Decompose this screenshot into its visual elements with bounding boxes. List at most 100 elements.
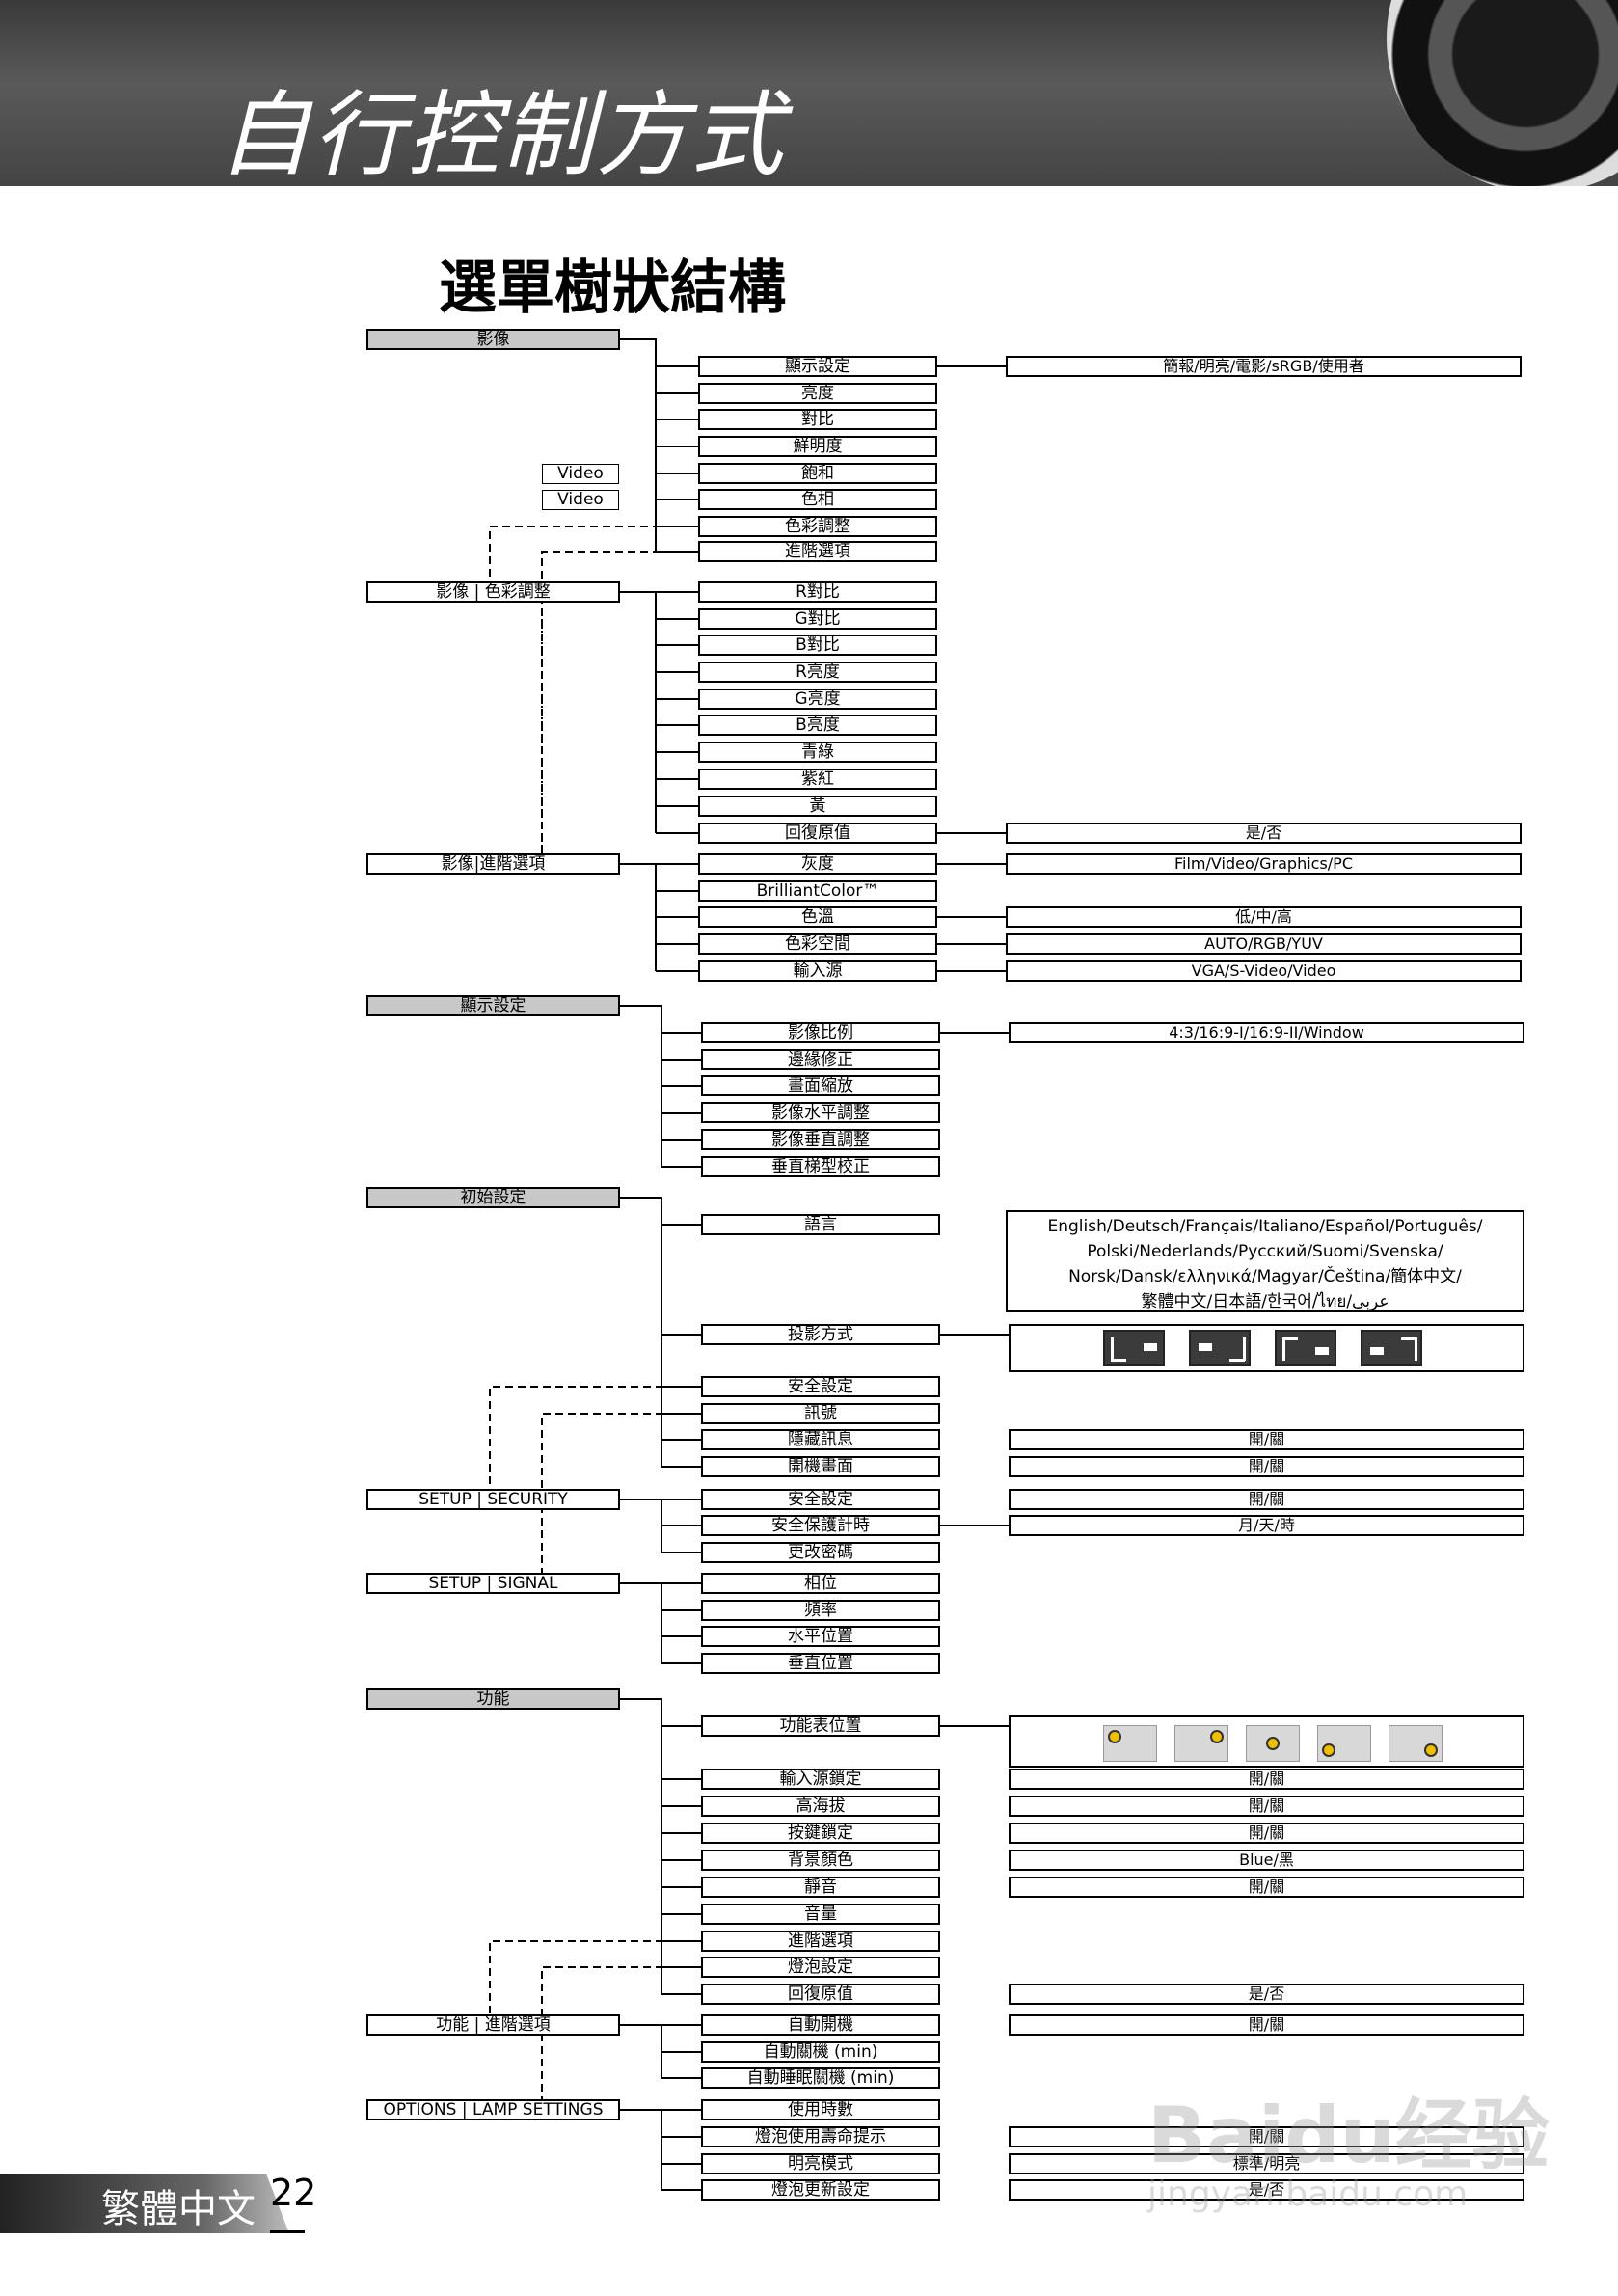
menu-color-adjust: 影像 | 色彩調整 [366, 581, 620, 603]
setup-item-signal: 訊號 [701, 1403, 940, 1424]
color-temp-values: 低/中/高 [1006, 906, 1522, 928]
image-item-color-adjust: 色彩調整 [698, 516, 937, 537]
image-item-display-mode: 顯示設定 [698, 356, 937, 377]
menu-setup-security: SETUP | SECURITY [366, 1489, 620, 1510]
menu-setup: 初始設定 [366, 1187, 620, 1208]
color-item-yellow: 黃 [698, 796, 937, 817]
menu-bottom-right-icon [1389, 1725, 1443, 1762]
language-line-4: 繁體中文/日本語/한국어/ไทย/عربي [1141, 1292, 1389, 1311]
baidu-watermark-url: jingyan.baidu.com [1147, 2174, 1469, 2214]
setup-item-security: 安全設定 [701, 1376, 940, 1397]
menu-bottom-left-icon [1317, 1725, 1371, 1762]
menu-image: 影像 [366, 329, 620, 350]
display-item-zoom: 畫面縮放 [701, 1075, 940, 1096]
language-line-2: Polski/Nederlands/Русский/Suomi/Svenska/ [1087, 1242, 1443, 1261]
advanced-item-degamma: 灰度 [698, 853, 937, 875]
lamp-item-reminder: 燈泡使用壽命提示 [701, 2126, 940, 2147]
options-item-source-lock: 輸入源鎖定 [701, 1769, 940, 1790]
color-space-values: AUTO/RGB/YUV [1006, 933, 1522, 955]
options-item-background-color: 背景顏色 [701, 1850, 940, 1871]
color-item-g-contrast: G對比 [698, 608, 937, 630]
auto-power-on-values: 開/關 [1009, 2014, 1524, 2036]
options-adv-item-auto-power-on: 自動開機 [701, 2014, 940, 2036]
rear-ceiling-projection-icon [1361, 1330, 1422, 1366]
signal-item-h-position: 水平位置 [701, 1626, 940, 1647]
image-item-brightness: 亮度 [698, 383, 937, 404]
options-item-reset: 回復原值 [701, 1984, 940, 2005]
menu-setup-signal: SETUP | SIGNAL [366, 1573, 620, 1594]
page-title: 選單樹狀結構 [439, 255, 786, 322]
source-lock-values: 開/關 [1009, 1769, 1524, 1790]
security-item-change-password: 更改密碼 [701, 1542, 940, 1563]
security-item-timer: 安全保護計時 [701, 1515, 940, 1536]
front-ceiling-projection-icon [1275, 1330, 1336, 1366]
mute-values: 開/關 [1009, 1877, 1524, 1898]
display-mode-values: 簡報/明亮/電影/sRGB/使用者 [1006, 356, 1522, 377]
page-header: 自行控制方式 [0, 0, 1618, 186]
display-item-aspect-ratio: 影像比例 [701, 1022, 940, 1043]
footer-rule [270, 2230, 305, 2233]
setup-item-projection: 投影方式 [701, 1324, 940, 1345]
color-item-reset: 回復原值 [698, 823, 937, 844]
color-item-cyan: 青綠 [698, 742, 937, 763]
input-source-values: VGA/S-Video/Video [1006, 960, 1522, 982]
display-item-keystone: 垂直梯型校正 [701, 1156, 940, 1177]
hide-info-values: 開/關 [1009, 1429, 1524, 1450]
language-line-1: English/Deutsch/Français/Italiano/Españo… [1047, 1217, 1483, 1236]
options-adv-item-auto-power-off: 自動關機 (min) [701, 2041, 940, 2063]
display-item-edge-mask: 邊緣修正 [701, 1049, 940, 1070]
menu-center-icon [1246, 1725, 1300, 1762]
lamp-item-hours: 使用時數 [701, 2099, 940, 2120]
color-item-r-contrast: R對比 [698, 581, 937, 603]
image-item-tint: 色相 [698, 489, 937, 510]
advanced-item-color-space: 色彩空間 [698, 933, 937, 955]
projection-icons-box [1009, 1324, 1524, 1372]
bright-mode-values: 標準/明亮 [1009, 2153, 1524, 2174]
front-desktop-projection-icon [1103, 1330, 1165, 1366]
setup-item-language: 語言 [701, 1214, 940, 1235]
options-item-high-altitude: 高海拔 [701, 1796, 940, 1817]
security-item-security: 安全設定 [701, 1489, 940, 1510]
color-item-magenta: 紫紅 [698, 769, 937, 790]
color-item-b-brightness: B亮度 [698, 715, 937, 736]
image-item-sharpness: 鮮明度 [698, 436, 937, 457]
color-item-g-brightness: G亮度 [698, 689, 937, 710]
menu-display: 顯示設定 [366, 995, 620, 1016]
advanced-item-input-source: 輸入源 [698, 960, 937, 982]
menu-location-icons-box [1009, 1715, 1524, 1768]
signal-item-frequency: 頻率 [701, 1600, 940, 1621]
menu-options: 功能 [366, 1688, 620, 1710]
signal-item-v-position: 垂直位置 [701, 1653, 940, 1674]
language-line-3: Norsk/Dansk/ελληνικά/Magyar/Čeština/簡体中文… [1068, 1267, 1462, 1286]
rear-desktop-projection-icon [1189, 1330, 1251, 1366]
options-item-lamp-settings: 燈泡設定 [701, 1957, 940, 1978]
menu-options-lamp: OPTIONS | LAMP SETTINGS [366, 2099, 620, 2120]
background-color-values: Blue/黑 [1009, 1850, 1524, 1871]
degamma-values: Film/Video/Graphics/PC [1006, 853, 1522, 875]
display-item-v-shift: 影像垂直調整 [701, 1129, 940, 1150]
advanced-item-color-temp: 色溫 [698, 906, 937, 928]
menu-options-advanced: 功能 | 進階選項 [366, 2014, 620, 2036]
logo-values: 開/關 [1009, 1456, 1524, 1477]
security-timer-values: 月/天/時 [1009, 1515, 1524, 1536]
footer-language: 繁體中文 [101, 2187, 256, 2231]
color-reset-values: 是/否 [1006, 823, 1522, 844]
lamp-item-reset: 燈泡更新設定 [701, 2179, 940, 2201]
image-item-advanced: 進階選項 [698, 541, 937, 562]
high-altitude-values: 開/關 [1009, 1796, 1524, 1817]
page-number: 22 [270, 2172, 317, 2214]
video-note-saturation: Video [542, 464, 619, 484]
advanced-item-brilliantcolor: BrilliantColor™ [698, 880, 937, 902]
menu-top-left-icon [1103, 1725, 1157, 1762]
image-item-contrast: 對比 [698, 409, 937, 430]
security-values: 開/關 [1009, 1489, 1524, 1510]
options-adv-item-sleep-timer: 自動睡眠關機 (min) [701, 2067, 940, 2089]
video-note-tint: Video [542, 490, 619, 510]
footer-language-bar [0, 2174, 289, 2233]
lamp-reset-values: 是/否 [1009, 2179, 1524, 2201]
options-item-menu-location: 功能表位置 [701, 1715, 940, 1737]
options-item-advanced: 進階選項 [701, 1931, 940, 1952]
image-item-saturation: 飽和 [698, 463, 937, 484]
keypad-lock-values: 開/關 [1009, 1823, 1524, 1844]
